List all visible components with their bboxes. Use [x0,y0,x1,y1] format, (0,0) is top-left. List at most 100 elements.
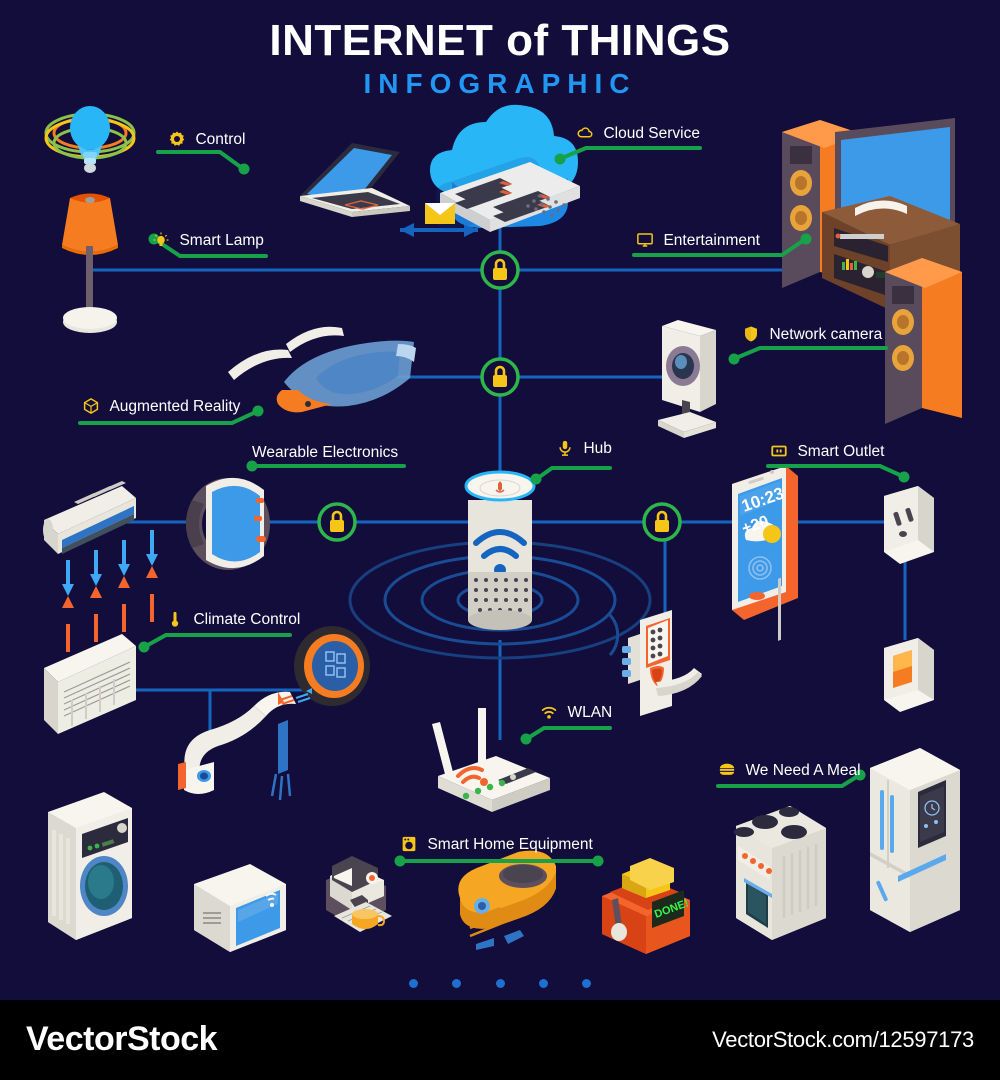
leader-network-camera [734,346,888,360]
smartphone-illustration [732,466,798,620]
leader-smart-outlet [766,464,904,478]
dot[interactable] [538,979,548,988]
thermostat-illustration [294,626,370,706]
leader-dot-she-left [394,855,406,867]
coffee-machine-illustration [326,856,392,932]
lock-node-outlet[interactable] [642,502,682,542]
toaster-illustration: DONE! [602,858,690,954]
leader-we-need-a-meal [716,774,860,788]
dot[interactable] [452,979,462,988]
callout-label: Climate Control [193,611,301,629]
heater-illustration [44,566,158,734]
cube-icon [82,397,100,415]
callout-label: Augmented Reality [109,398,241,416]
leader-dot-augmented-reality [252,405,264,417]
dot[interactable] [495,979,505,988]
callout-cloud-service[interactable]: Cloud Service [576,125,700,143]
callout-label: Wearable Electronics [252,444,399,462]
callout-smart-outlet[interactable]: Smart Outlet [770,443,884,461]
page-subtitle: INFOGRAPHIC [363,68,637,99]
callout-label: Cloud Service [603,125,700,143]
leader-dot-wlan [520,733,532,745]
outlet-icon [770,442,788,460]
microphone-icon [556,439,574,457]
footer-brand: VectorStock [26,1020,218,1058]
callout-augmented-reality[interactable]: Augmented Reality [82,398,240,416]
callout-network-camera[interactable]: Network camera [742,326,882,344]
lightbulb-icon [152,231,170,249]
leader-dot-hub [530,473,542,485]
leader-augmented-reality [78,410,258,425]
arrow-head-left [400,223,414,237]
network-camera-illustration [658,320,716,438]
envelope-icon [425,203,455,224]
callout-climate-control[interactable]: Climate Control [166,611,300,629]
pagination-dots[interactable] [0,975,1000,993]
monitor-icon [636,231,654,249]
callout-label: Network camera [769,326,883,344]
smart-faucet-illustration [178,688,312,801]
leader-dot-cloud-service [554,153,566,165]
stove-illustration [734,577,826,940]
callout-smart-home-equipment[interactable]: Smart Home Equipment [400,836,593,854]
entertainment-illustration [782,118,962,424]
leader-dot-control [238,163,250,175]
callout-entertainment[interactable]: Entertainment [636,232,760,250]
ar-glasses-illustration [228,326,416,413]
lock-node-wearable[interactable] [317,502,357,542]
burger-icon [718,761,736,779]
smart-outlet-illustration [884,486,934,564]
callout-wearable-electronics[interactable]: Wearable Electronics [252,444,398,462]
leader-cloud-service [560,146,702,160]
washer-icon [400,835,418,853]
leader-climate-control [144,633,292,648]
lock-node-ar[interactable] [480,357,520,397]
floor-lamp-illustration [62,193,118,333]
smart-speaker-hub-illustration [464,470,536,630]
callout-label: Hub [583,440,612,458]
leader-dot-smart-outlet [898,471,910,483]
callout-label: Control [195,131,246,149]
page-title: INTERNET of THINGS [269,16,731,65]
signal-arc [608,614,620,656]
infographic-canvas: 10:23 +20 [0,16,1000,993]
footer-url: VectorStock.com/12597173 [712,1027,974,1052]
lock-node-cloud[interactable] [480,250,520,290]
dot[interactable] [408,979,418,988]
gear-icon [168,130,186,148]
leader-control [156,150,244,170]
callout-hub[interactable]: Hub [556,440,612,458]
leader-smart-lamp [154,238,268,258]
leader-wlan [526,726,612,740]
callout-label: Smart Outlet [797,443,885,461]
callout-control[interactable]: Control [168,131,245,149]
leader-entertainment [632,238,806,257]
callout-we-need-a-meal[interactable]: We Need A Meal [718,762,861,780]
leader-dot-we-need-a-meal [854,769,866,781]
illustrations-layer: 10:23 +20 [43,104,962,954]
wifi-router-illustration [432,708,550,812]
callout-label: Smart Home Equipment [427,836,593,854]
callout-wlan[interactable]: WLAN [540,704,612,722]
cloud-service-illustration [430,104,580,232]
smart-door-lock-illustration [622,610,702,716]
wifi-icon [540,703,558,721]
callout-label: WLAN [567,704,613,722]
shield-icon [742,325,760,343]
callout-label: Smart Lamp [179,232,264,250]
air-conditioner-illustration [43,481,158,596]
washing-machine-illustration [48,792,132,940]
footer-bar: VectorStock VectorStock.com/12597173 [0,1000,1000,1080]
smart-bulb-illustration [44,106,136,173]
callout-smart-lamp[interactable]: Smart Lamp [152,232,264,250]
thermometer-icon [166,610,184,628]
leader-dot-wearable-electronics [246,460,258,472]
leader-dot-network-camera [728,353,740,365]
leader-dot-entertainment [800,233,812,245]
microwave-illustration [194,864,286,952]
smartwatch-illustration [186,477,270,570]
lock-nodes-layer [78,146,910,867]
dot[interactable] [582,979,592,988]
cloud-icon [576,124,594,142]
